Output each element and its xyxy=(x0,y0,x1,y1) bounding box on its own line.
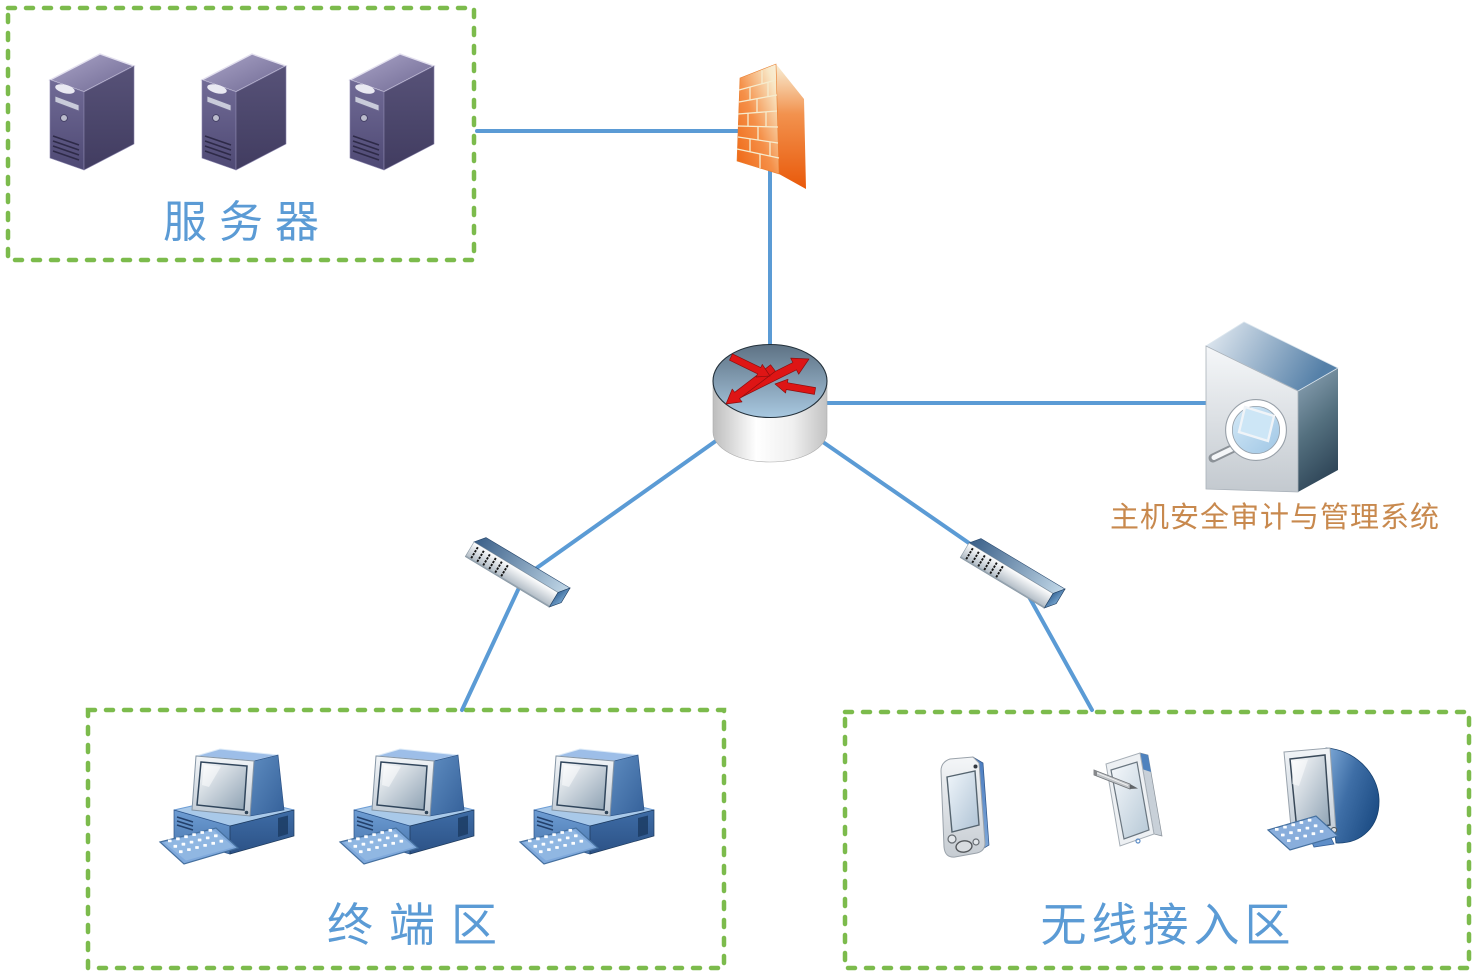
connection-lines xyxy=(460,129,1210,712)
wireless-zone-box xyxy=(842,709,1472,971)
desktop-pc-icon xyxy=(159,748,295,865)
all-in-one-computer-icon xyxy=(1266,747,1380,851)
audit-system-icon xyxy=(1205,321,1339,493)
edge-router-switchright-wireless xyxy=(818,438,1094,712)
desktop-pc-icon xyxy=(519,748,655,865)
switch-right-icon xyxy=(959,533,1066,614)
server-zone-box xyxy=(5,5,477,263)
desktop-pc-icon xyxy=(339,748,475,865)
server-tower-icon xyxy=(201,53,287,171)
wireless-zone-label: 无线接入区 xyxy=(1041,900,1296,951)
server-zone-label: 服务器 xyxy=(163,198,331,247)
server-tower-icon xyxy=(349,53,435,171)
router-arrow-in-nw xyxy=(729,353,771,378)
server-tower-icon xyxy=(49,53,135,171)
router-arrow-in-e xyxy=(774,378,816,395)
audit-system-label: 主机安全审计与管理系统 xyxy=(1110,501,1440,534)
stylus-icon xyxy=(1093,769,1138,790)
pda-icon xyxy=(940,756,990,858)
terminal-zone-label: 终端区 xyxy=(327,900,513,951)
tablet-icon xyxy=(1093,752,1163,847)
magnifier-icon xyxy=(1208,399,1287,463)
switch-left-icon xyxy=(464,532,571,613)
aio-keyboard xyxy=(1266,815,1340,851)
firewall-icon xyxy=(736,63,806,189)
router-icon xyxy=(712,343,828,463)
terminal-zone-box xyxy=(85,707,727,971)
